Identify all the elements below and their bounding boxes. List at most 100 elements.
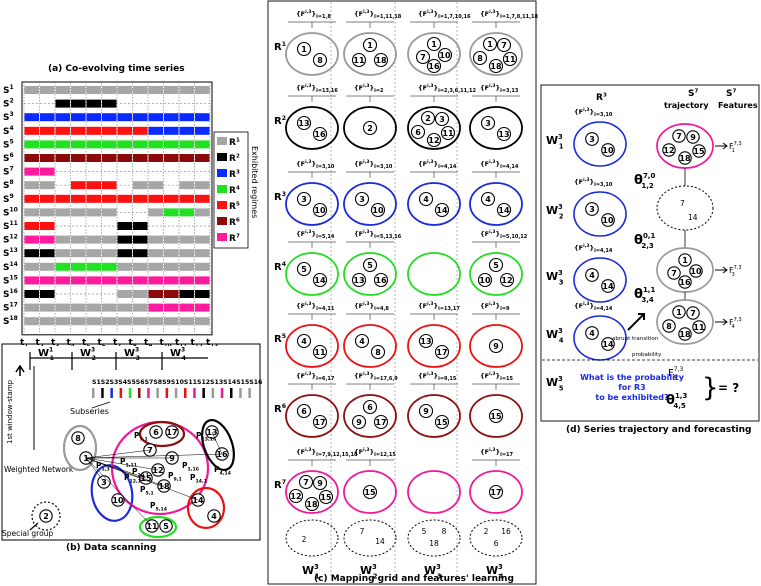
regime-segment	[24, 235, 39, 244]
time-label: t5	[82, 338, 90, 346]
cell-node	[312, 52, 328, 68]
cell-header: {Fi,3}i=17,6,9	[354, 371, 398, 382]
cell-ellipse	[469, 252, 523, 296]
special-ellipse	[285, 519, 339, 557]
regime-segment	[55, 99, 70, 108]
node-label: 10	[479, 276, 491, 285]
cell-node	[304, 496, 320, 512]
regime-segment	[148, 208, 163, 217]
cell-header: {Fi,3}i=9,15	[418, 371, 457, 382]
cell-header: {Fi,3}i=2	[354, 83, 384, 94]
node-label: 11	[693, 323, 705, 332]
regime-segment	[117, 235, 132, 244]
node-label: 12	[152, 466, 163, 475]
regime-segment	[148, 126, 163, 135]
node-label: 10	[372, 206, 384, 215]
regime-segment	[102, 194, 117, 203]
series-label: S6	[3, 152, 14, 164]
cell-node	[415, 49, 431, 65]
cell-node	[488, 408, 504, 424]
special-node: 14	[375, 537, 385, 546]
regime-segment	[195, 86, 210, 94]
regime-segment	[148, 113, 163, 122]
cell-node	[296, 261, 312, 277]
arrow-icon	[722, 266, 728, 274]
regime-segment	[164, 126, 179, 135]
special-arrow	[29, 522, 39, 531]
regime-segment	[71, 126, 86, 135]
time-label: t11	[175, 338, 187, 346]
node-label: 1	[682, 256, 688, 265]
regime-segment	[195, 262, 210, 271]
row-label: R4	[274, 261, 287, 273]
trajectory-node	[662, 143, 676, 157]
node-label: 3	[101, 478, 107, 487]
node-label: 14	[314, 276, 326, 285]
cell-node	[434, 414, 450, 430]
regime-segment	[148, 290, 163, 298]
cell-header: {Fi,3}i=4,8	[354, 301, 389, 312]
legend-swatch	[217, 185, 227, 193]
regime-segment	[102, 208, 117, 217]
cell-node	[362, 399, 378, 415]
node-label: 12	[663, 146, 674, 155]
regime-segment	[86, 208, 101, 217]
node-label: 10	[690, 267, 702, 276]
special-node: 7	[360, 527, 365, 536]
cell-ellipse	[469, 470, 523, 514]
cell-node	[351, 52, 367, 68]
legend-label: R2	[229, 153, 240, 164]
series-label: S18	[3, 315, 18, 327]
node-label: 5	[367, 261, 373, 270]
trajectory-node	[678, 275, 692, 289]
node-label: 18	[158, 482, 170, 491]
regime-segment	[117, 140, 132, 149]
network-edge	[85, 457, 159, 471]
cell-node	[434, 344, 450, 360]
cell-ellipse	[343, 252, 397, 296]
regime-segment	[55, 154, 70, 162]
group-ellipse	[62, 424, 98, 472]
cell-ellipse	[407, 32, 461, 76]
network-edge	[85, 453, 223, 459]
row-label: R1	[274, 41, 286, 53]
cell-node	[351, 414, 367, 430]
cell-node	[312, 344, 328, 360]
regime-segment	[40, 167, 55, 176]
node-label: 9	[690, 133, 696, 142]
cell-node	[496, 202, 512, 218]
cell-header: {Fi,3}i=15	[480, 371, 513, 382]
regime-segment	[179, 181, 194, 190]
regime-node	[601, 337, 615, 351]
trajectory-ellipse	[656, 299, 714, 345]
node-label: 4	[423, 195, 429, 204]
regime-segment	[86, 262, 101, 271]
cell-ellipse	[343, 324, 397, 368]
subseries-tick	[119, 388, 123, 398]
abrupt-label: abrupt transition	[612, 336, 659, 342]
regime-segment	[24, 276, 39, 285]
regime-segment	[24, 262, 39, 271]
series-label: S10	[3, 206, 18, 218]
network-edge	[85, 457, 199, 501]
regime-segment	[71, 262, 86, 271]
node-label: 17	[375, 418, 386, 427]
regime-segment	[71, 317, 86, 326]
special-node: 8	[442, 527, 447, 536]
arrow-icon	[638, 313, 645, 320]
legend-label: R1	[229, 137, 240, 148]
regime-segment	[164, 86, 179, 94]
regime-segment	[24, 208, 39, 217]
node-label: 16	[216, 450, 228, 459]
cell-header: {Fi,3}i=4,14	[418, 159, 457, 170]
legend-swatch	[217, 169, 227, 177]
cell-ellipse	[407, 106, 461, 150]
cell-ellipse	[343, 106, 397, 150]
question-line-2: for R3	[618, 383, 645, 392]
regime-node	[585, 326, 599, 340]
